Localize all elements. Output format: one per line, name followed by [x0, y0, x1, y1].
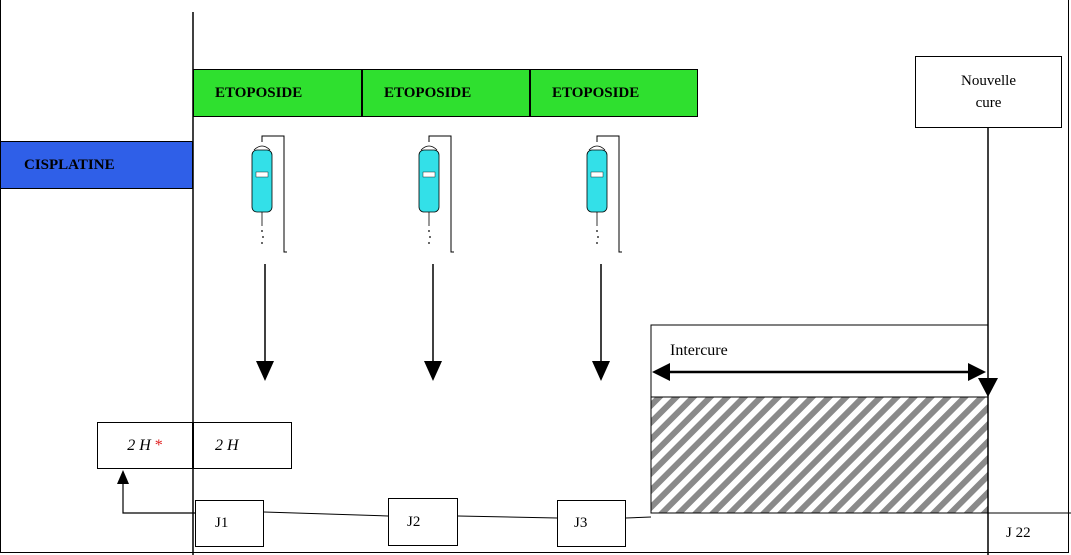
day-label-j22: J 22: [1006, 525, 1031, 541]
etoposide-bar-day1: ETOPOSIDE: [193, 69, 362, 117]
cisplatine-duration-box: 2 H *: [97, 422, 193, 469]
nouvelle-cure-line2: cure: [975, 95, 1002, 111]
intercure-label: Intercure: [670, 342, 728, 359]
infusion-bag-icon: [251, 135, 287, 253]
etoposide-label: ETOPOSIDE: [552, 84, 640, 101]
footnote-star: *: [154, 436, 163, 454]
infusion-arrows: [256, 264, 610, 381]
etoposide-label: ETOPOSIDE: [384, 84, 472, 101]
etoposide-duration-box: 2 H: [193, 422, 292, 469]
day-box-j2: J2: [388, 498, 458, 546]
day-box-j1: J1: [195, 500, 264, 547]
cisplatine-label: CISPLATINE: [24, 156, 115, 173]
j1-to-cisplatine-arrow: [122, 482, 195, 514]
timeline-j3-end: [625, 516, 652, 519]
arrowhead-up: [117, 470, 129, 484]
nouvelle-cure-box: Nouvelle cure: [915, 56, 1062, 128]
day-label-j3: J3: [574, 515, 588, 531]
nouvelle-cure-arrowhead: [978, 378, 998, 397]
nouvelle-cure-line1: Nouvelle: [961, 73, 1016, 89]
day-label-j2: J2: [407, 513, 421, 530]
etoposide-label: ETOPOSIDE: [215, 84, 303, 101]
infusion-bag-icon: [586, 135, 622, 253]
etoposide-bar-day2: ETOPOSIDE: [362, 69, 530, 117]
infusion-bag-icon: [418, 135, 454, 253]
timeline-j2-j3: [457, 515, 558, 519]
day-label-j1: J1: [215, 515, 229, 531]
etoposide-duration: 2 H: [215, 436, 239, 454]
intercure-bracket: [650, 324, 988, 397]
cisplatine-duration: 2 H: [127, 436, 151, 454]
timeline-j1-j2: [263, 511, 389, 517]
intercure-hatched-area: [650, 396, 989, 514]
cisplatine-bar: CISPLATINE: [0, 141, 193, 189]
etoposide-bar-day3: ETOPOSIDE: [530, 69, 698, 117]
day-box-j3: J3: [557, 500, 626, 547]
